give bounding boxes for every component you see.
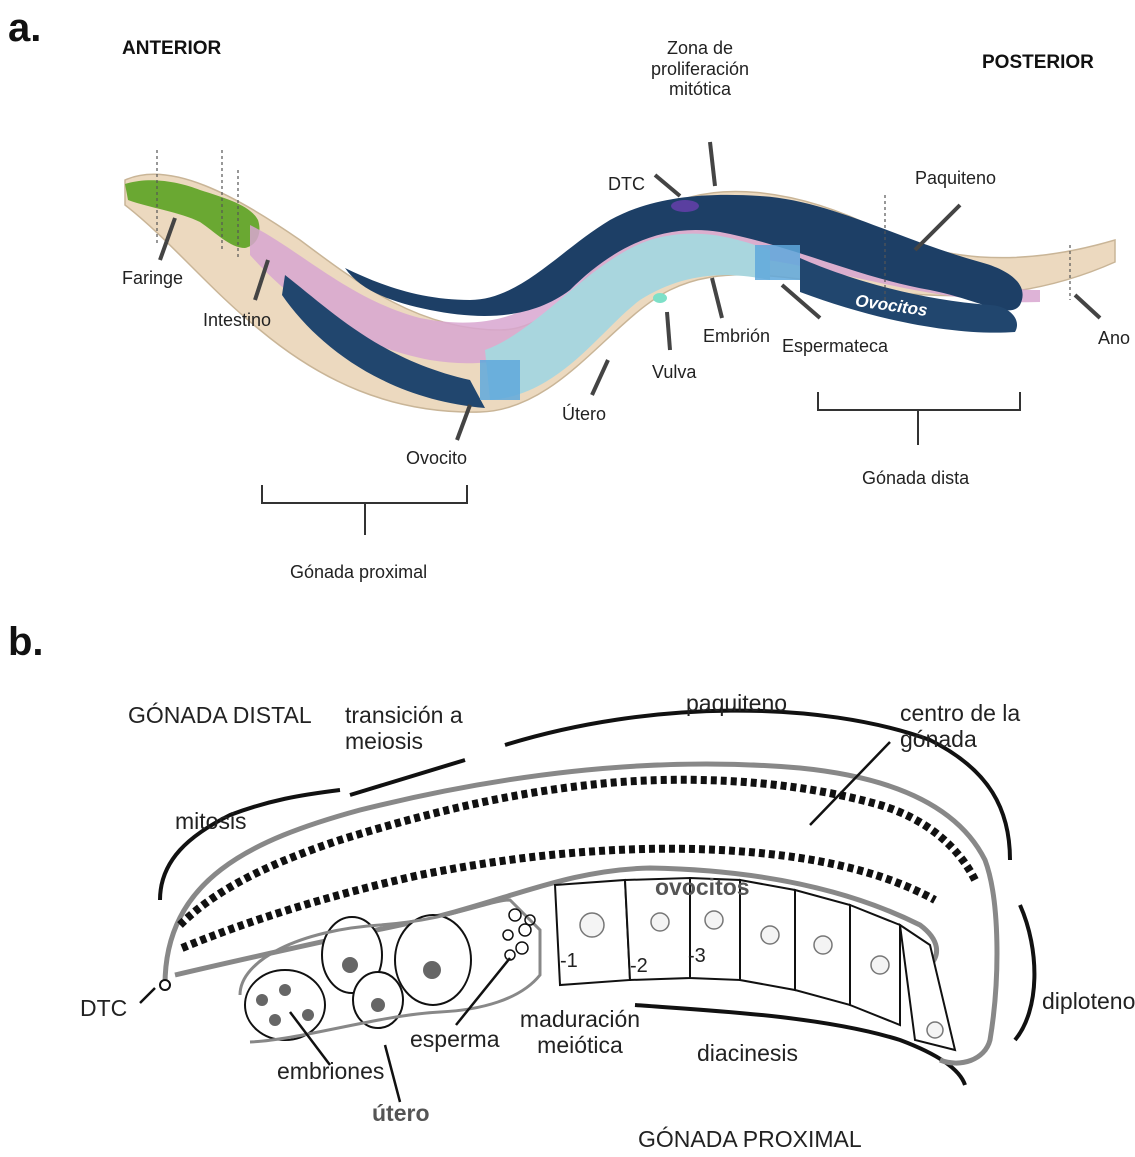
label-embriones: embriones: [277, 1058, 384, 1084]
label-utero-b: útero: [372, 1100, 430, 1126]
label-oocyte-minus-2: -2: [630, 955, 648, 978]
dtc-dot-b: [160, 980, 170, 990]
maduracion-line-1: maduración: [515, 1006, 645, 1032]
label-oocyte-minus-3: -3: [688, 945, 706, 968]
label-maduracion: maduración meiótica: [515, 1006, 645, 1059]
transicion-line-1: transición a: [345, 702, 463, 728]
sperm-cluster: [503, 909, 535, 960]
label-dtc-b: DTC: [80, 995, 127, 1021]
label-paquiteno-b: paquiteno: [686, 690, 787, 716]
label-gonada-distal: GÓNADA DISTAL: [128, 702, 312, 728]
transicion-line-2: meiosis: [345, 728, 463, 754]
label-diploteno: diploteno: [1042, 988, 1135, 1014]
label-centro-gonada: centro de la gónada: [900, 700, 1020, 753]
centro-line-2: gónada: [900, 726, 1020, 752]
label-mitosis: mitosis: [175, 808, 247, 834]
maduracion-line-2: meiótica: [515, 1032, 645, 1058]
label-ovocitos-b: ovocitos: [655, 874, 750, 900]
label-diacinesis: diacinesis: [697, 1040, 798, 1066]
centro-line-1: centro de la: [900, 700, 1020, 726]
label-transicion: transición a meiosis: [345, 702, 463, 755]
label-esperma: esperma: [410, 1026, 499, 1052]
label-oocyte-minus-1: -1: [560, 950, 578, 973]
label-gonada-proximal-b: GÓNADA PROXIMAL: [638, 1126, 862, 1152]
